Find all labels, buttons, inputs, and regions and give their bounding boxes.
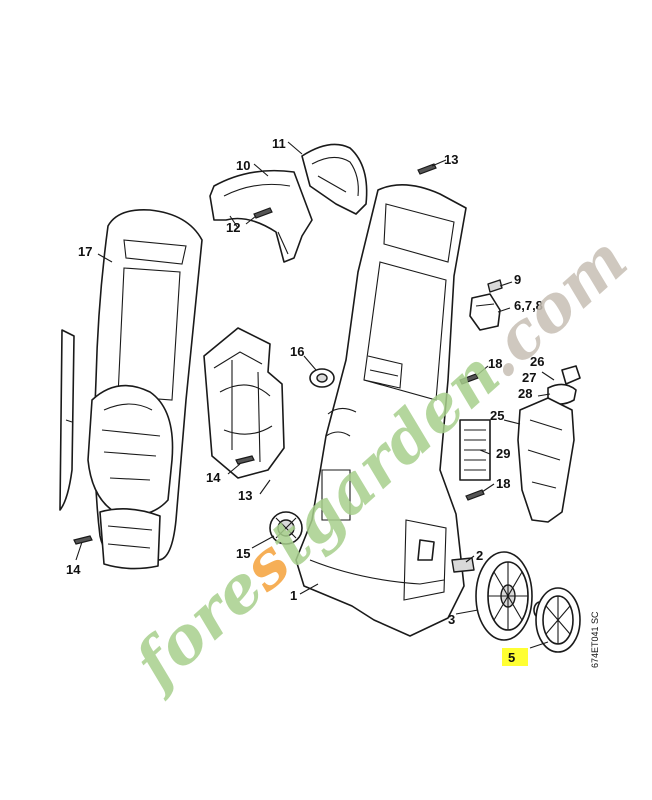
part-5-hub-cap xyxy=(535,587,581,653)
part-3-wheel xyxy=(475,551,533,641)
callout-25: 25 xyxy=(490,408,504,423)
part-16-roller xyxy=(309,368,335,388)
callout-17: 17 xyxy=(78,244,92,259)
part-25-tank xyxy=(517,397,575,523)
callout-5: 5 xyxy=(508,650,515,665)
part-left-housing-edge xyxy=(59,329,75,511)
callout-11: 11 xyxy=(272,136,286,151)
callout-29: 29 xyxy=(496,446,510,461)
callout-3: 3 xyxy=(448,612,455,627)
part-2-axle xyxy=(451,557,475,573)
part-11-handle xyxy=(301,143,368,215)
part-9-screw xyxy=(487,279,503,293)
part-inner-bracket xyxy=(203,327,285,479)
part-15-gear xyxy=(269,511,303,545)
callout-18-upper: 18 xyxy=(488,356,502,371)
highlight-box xyxy=(502,648,528,666)
part-29-label xyxy=(459,419,491,481)
reference-code: 674ET041 SC xyxy=(590,611,600,668)
callout-13-top: 13 xyxy=(444,152,458,167)
callout-10: 10 xyxy=(236,158,250,173)
callout-1: 1 xyxy=(290,588,297,603)
callout-13-mid: 13 xyxy=(238,488,252,503)
callout-14-mid: 14 xyxy=(206,470,221,485)
callout-14-bottom: 14 xyxy=(66,562,81,577)
callout-6-7-8: 6,7,8 xyxy=(514,298,543,313)
callout-labels: 11 10 12 13 17 9 6,7,8 16 18 26 27 28 25… xyxy=(66,136,544,665)
callout-26: 26 xyxy=(530,354,544,369)
part-screws xyxy=(73,163,485,545)
callout-27: 27 xyxy=(522,370,536,385)
part-26-27-28-lid xyxy=(547,365,581,405)
leader-lines xyxy=(75,141,555,649)
callout-28: 28 xyxy=(518,386,532,401)
part-front-cover xyxy=(87,209,203,570)
callout-15: 15 xyxy=(236,546,250,561)
callout-2: 2 xyxy=(476,548,483,563)
part-1-main-frame xyxy=(295,184,467,637)
part-6-7-8-clip xyxy=(469,293,501,331)
callout-18-lower: 18 xyxy=(496,476,510,491)
callout-12: 12 xyxy=(226,220,240,235)
callout-16: 16 xyxy=(290,344,304,359)
callout-9: 9 xyxy=(514,272,521,287)
